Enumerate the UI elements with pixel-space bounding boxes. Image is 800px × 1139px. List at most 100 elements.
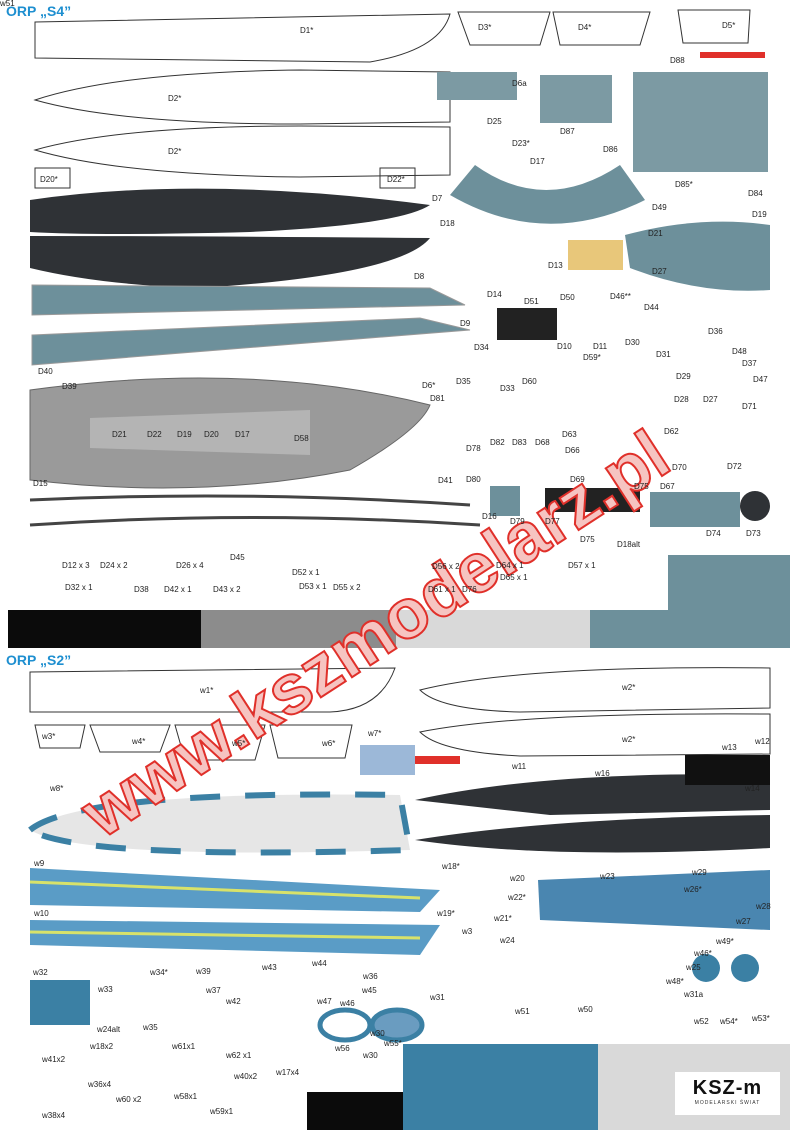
part-label: D17 [235,430,250,439]
part-w25 [692,954,720,982]
part-label: D56 x 2 [432,562,460,571]
part-label: w62 x1 [226,1051,252,1060]
part-label: w18* [442,862,460,871]
swatch-teal [590,610,790,648]
part-label: w3 [462,927,473,936]
part-label: D87 [560,127,575,136]
part-label: D28 [674,395,689,404]
part-label: D64 x 1 [496,561,524,570]
part-label: w44 [312,959,327,968]
part-label: w51 [515,1007,530,1016]
part-d20 [34,167,71,189]
part-label: D66 [565,446,580,455]
part-label: w37 [206,986,221,995]
part-label: w43 [262,963,277,972]
part-label: D25 [487,117,502,126]
part-label: w51 [0,0,15,8]
part-d88 [700,52,765,58]
part-label: w58x1 [174,1092,198,1101]
part-d2 [33,69,451,125]
part-d2-mirror [33,125,451,178]
part-d74 [650,492,740,527]
swatch-s2-black [307,1092,403,1130]
part-d86 [633,72,768,172]
part-label: D4* [578,23,592,32]
part-d14 [497,308,557,340]
part-label: D62 [664,427,679,436]
part-label: w2* [622,683,636,692]
part-label: D44 [644,303,659,312]
part-label: D50 [560,293,575,302]
part-label: w17x4 [276,1068,300,1077]
part-label: D5* [722,21,736,30]
part-d7-upper [30,188,430,234]
part-d13 [568,240,623,270]
part-label: w30 [363,1051,378,1060]
part-label: D88 [670,56,685,65]
part-label: D21 [112,430,127,439]
part-d5 [677,9,751,44]
part-d7-lower [30,236,430,288]
part-label: w28 [756,902,771,911]
part-label: D31 [656,350,671,359]
part-label: D47 [753,375,768,384]
part-red-strip [415,756,460,764]
part-label: D65 x 1 [500,573,528,582]
part-label: D2* [168,147,182,156]
part-label: w5* [232,739,246,748]
part-label: D8 [414,272,425,281]
part-d75 [545,488,640,512]
part-label: w31 [430,993,445,1002]
part-label: D34 [474,343,489,352]
part-label: w53* [752,1014,770,1023]
part-w10 [30,920,440,955]
part-label: D83 [512,438,527,447]
part-label: w59x1 [210,1107,234,1116]
part-w55 [369,1007,425,1043]
part-label: D43 x 2 [213,585,241,594]
part-label: D61 x 1 [428,585,456,594]
part-label: w21* [494,914,512,923]
part-label: D18alt [617,540,641,549]
part-label: D27 [652,267,667,276]
part-label: w25 [686,963,701,972]
part-label: D11 [593,342,608,351]
part-label: D7 [432,194,443,203]
part-w2 [419,667,771,713]
part-w3 [34,724,86,749]
part-label: w36x4 [88,1080,112,1089]
part-label: D19 [177,430,192,439]
part-label: w61x1 [172,1042,196,1051]
part-label: D32 x 1 [65,583,93,592]
swatch-teal-top [668,555,790,610]
part-label: D40 [38,367,53,376]
part-label: D57 x 1 [568,561,596,570]
part-label: D76 [462,585,477,594]
part-label: w46* [694,949,712,958]
part-label: D73 [746,529,761,538]
part-d1 [34,13,451,63]
part-label: w42 [226,997,241,1006]
part-label: D48 [732,347,747,356]
part-label: w38x4 [42,1111,66,1120]
part-label: D38 [134,585,149,594]
part-label: D6a [512,79,527,88]
part-d19 [625,221,770,291]
part-label: D75 [580,535,595,544]
part-w6 [269,724,353,759]
part-label: w34* [150,968,168,977]
part-label: w12 [755,737,770,746]
part-label: D3* [478,23,492,32]
logo-mark: KSZ-m [692,1077,763,1099]
part-label: D77 [545,517,560,526]
part-label: D71 [742,402,757,411]
part-label: D75 [634,482,649,491]
part-label: D49 [652,203,667,212]
part-label: D35 [456,377,471,386]
part-label: D45 [230,553,245,562]
part-label: D33 [500,384,515,393]
part-label: w13 [722,743,737,752]
part-label: w6* [322,739,336,748]
part-label: D39 [62,382,77,391]
